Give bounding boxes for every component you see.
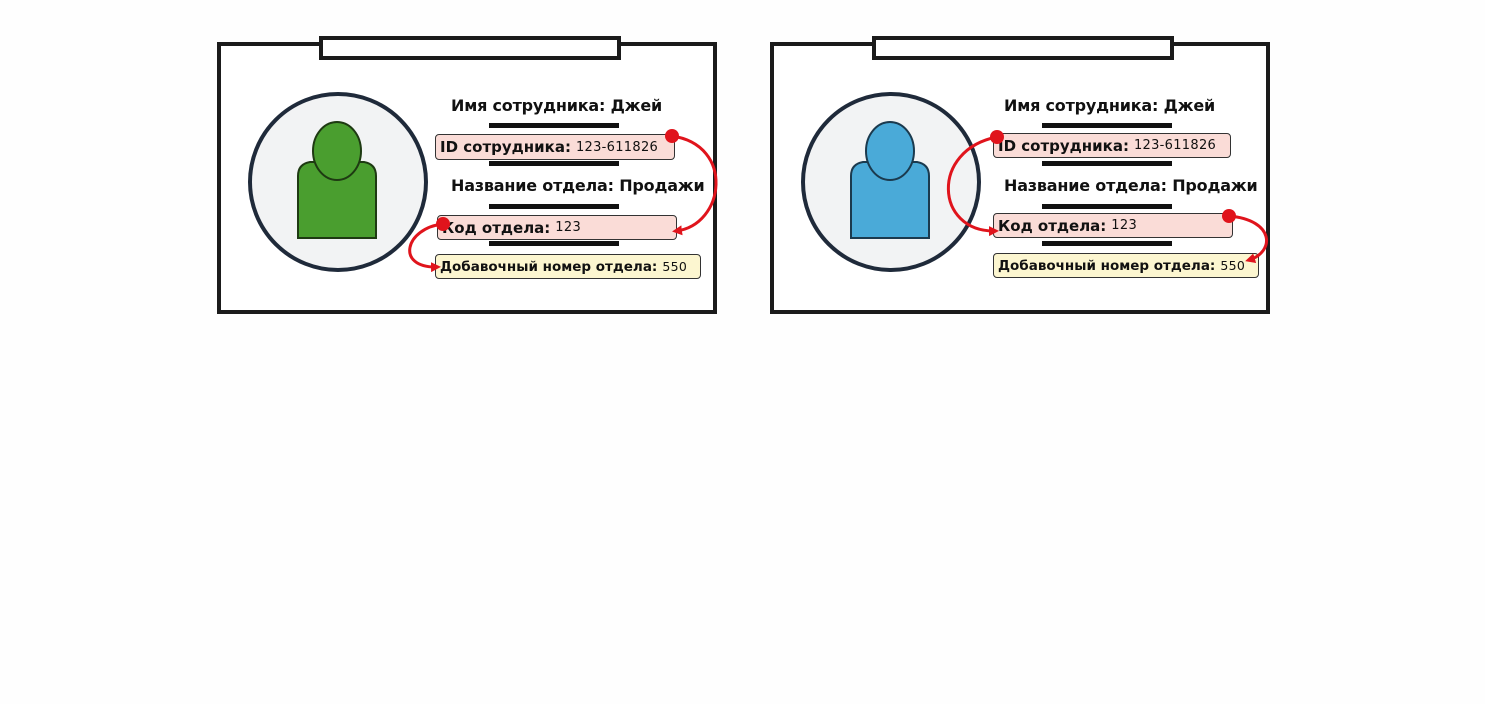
divider	[1042, 161, 1172, 166]
avatar	[248, 92, 428, 272]
employee-badge-card-2: Имя сотрудника: Джей ID сотрудника:123-6…	[770, 36, 1270, 314]
person-icon	[850, 121, 930, 239]
department-code-field: Код отдела:123	[437, 215, 677, 240]
department-name: Название отдела: Продажи	[1004, 176, 1258, 195]
divider	[489, 204, 619, 209]
extension-field: Добавочный номер отдела:550	[435, 254, 701, 279]
badge-clip-slot	[872, 36, 1174, 60]
employee-name: Имя сотрудника: Джей	[1004, 96, 1216, 115]
divider	[1042, 123, 1172, 128]
divider	[489, 123, 619, 128]
extension-field: Добавочный номер отдела:550	[993, 253, 1259, 278]
department-name: Название отдела: Продажи	[451, 176, 705, 195]
employee-id-field: ID сотрудника:123-611826	[993, 133, 1231, 158]
department-code-field: Код отдела:123	[993, 213, 1233, 238]
avatar	[801, 92, 981, 272]
employee-name: Имя сотрудника: Джей	[451, 96, 663, 115]
person-icon	[297, 121, 377, 239]
employee-id-field: ID сотрудника:123-611826	[435, 134, 675, 160]
employee-badge-card-1: Имя сотрудника: Джей ID сотрудника:123-6…	[217, 36, 717, 314]
divider	[489, 241, 619, 246]
divider	[489, 161, 619, 166]
badge-clip-slot	[319, 36, 621, 60]
divider	[1042, 241, 1172, 246]
divider	[1042, 204, 1172, 209]
